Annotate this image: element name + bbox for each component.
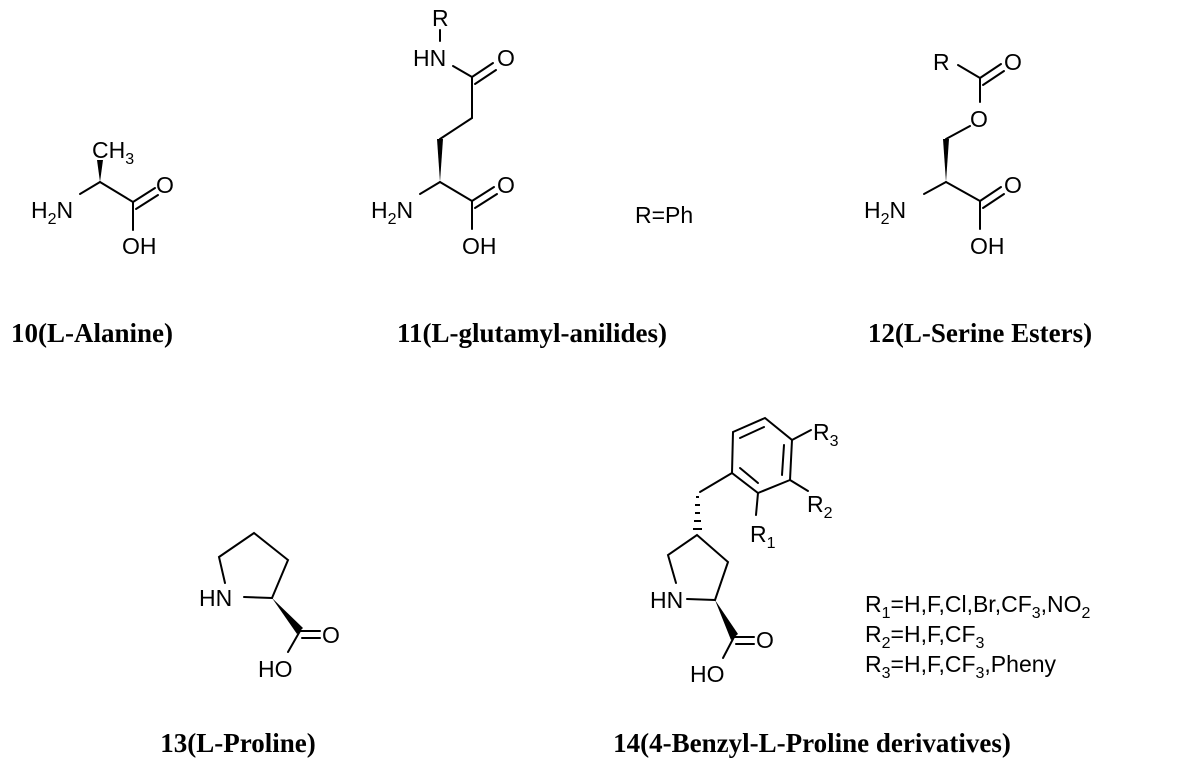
structure-13-proline: HN O HO 13(L-Proline) <box>160 531 340 758</box>
bond <box>722 636 735 659</box>
structure-11-glutamyl-anilides: R HN O H2N O OH R=Ph 11(L-glutamyl-anili… <box>371 5 693 348</box>
atom-r2: R2 <box>807 491 833 522</box>
bond <box>474 69 497 85</box>
ring-bonds <box>666 533 730 601</box>
atom-hn: HN <box>199 585 232 611</box>
bond <box>739 426 765 439</box>
bond <box>979 186 1002 202</box>
structure-10-alanine: CH3 H2N O OH 10(L-Alanine) <box>11 137 174 348</box>
bond <box>982 70 1005 86</box>
bond <box>135 194 159 210</box>
wedge-bond <box>943 139 949 182</box>
bond <box>982 193 1005 209</box>
atom-o: O <box>497 172 515 198</box>
bond <box>419 181 441 195</box>
hashed-bond <box>693 496 702 530</box>
bond <box>474 193 498 209</box>
bond <box>957 64 981 79</box>
bond <box>739 467 759 484</box>
substituent-r3-line: R3=H,F,CF3,Pheny <box>865 651 1057 682</box>
wedge-bond <box>437 139 443 182</box>
atom-oh: OH <box>462 233 497 259</box>
atom-o-ester: O <box>970 106 988 132</box>
atom-hn: HN <box>650 587 683 613</box>
substituent-r1-line: R1=H,F,Cl,Br,CF3,NO2 <box>865 591 1091 622</box>
bond <box>789 479 809 492</box>
atom-nh2: H2N <box>371 197 413 228</box>
atom-ch3: CH3 <box>92 137 134 168</box>
ring-bonds <box>217 531 290 599</box>
bond <box>699 472 733 493</box>
bond <box>791 429 812 441</box>
atom-o-carbonyl: O <box>1004 49 1022 75</box>
structure-12-serine-esters: R O O H2N O OH 12(L-Serine Esters) <box>864 49 1092 348</box>
atom-nh2: H2N <box>864 197 906 228</box>
compound-label: 12(L-Serine Esters) <box>868 318 1092 348</box>
atom-o: O <box>756 627 774 653</box>
bond <box>979 63 1002 79</box>
bond <box>945 125 971 140</box>
atom-hn: HN <box>413 45 446 71</box>
bond <box>99 181 134 203</box>
bond <box>945 181 981 202</box>
atom-r3: R3 <box>813 419 839 450</box>
bond <box>243 596 273 599</box>
atom-o: O <box>156 172 174 198</box>
compound-label: 10(L-Alanine) <box>11 318 173 348</box>
atom-oh: OH <box>122 233 157 259</box>
atom-o-amide: O <box>497 45 515 71</box>
atom-oh: OH <box>970 233 1005 259</box>
atom-o: O <box>322 622 340 648</box>
atom-nh2: H2N <box>31 197 73 228</box>
bond <box>923 181 947 195</box>
bond <box>781 444 785 476</box>
substituent-r2-line: R2=H,F,CF3 <box>865 621 985 652</box>
atom-ho: HO <box>690 661 725 687</box>
bond <box>132 187 156 203</box>
structure-14-benzyl-proline: R3 R2 R1 HN O HO R1=H,F,Cl,Br,CF3,NO2 R2… <box>613 416 1091 758</box>
bond <box>471 62 494 78</box>
compound-label: 14(4-Benzyl-L-Proline derivatives) <box>613 728 1011 758</box>
bond <box>79 181 101 195</box>
atom-o: O <box>1004 172 1022 198</box>
atom-ho: HO <box>258 656 293 682</box>
r-group-note: R=Ph <box>635 202 693 228</box>
bond <box>439 181 473 202</box>
bond <box>755 492 759 516</box>
bond <box>471 186 495 202</box>
bond <box>686 598 716 601</box>
compound-label: 13(L-Proline) <box>160 728 315 758</box>
compound-label: 11(L-glutamyl-anilides) <box>397 318 667 348</box>
bond <box>452 65 473 78</box>
bond <box>439 117 473 140</box>
atom-r: R <box>933 49 950 75</box>
bond <box>287 630 301 653</box>
wedge-bond <box>715 600 738 640</box>
wedge-bond <box>272 598 303 634</box>
atom-r1: R1 <box>750 521 776 552</box>
wedge-bond <box>97 160 103 182</box>
atom-r: R <box>432 5 449 31</box>
